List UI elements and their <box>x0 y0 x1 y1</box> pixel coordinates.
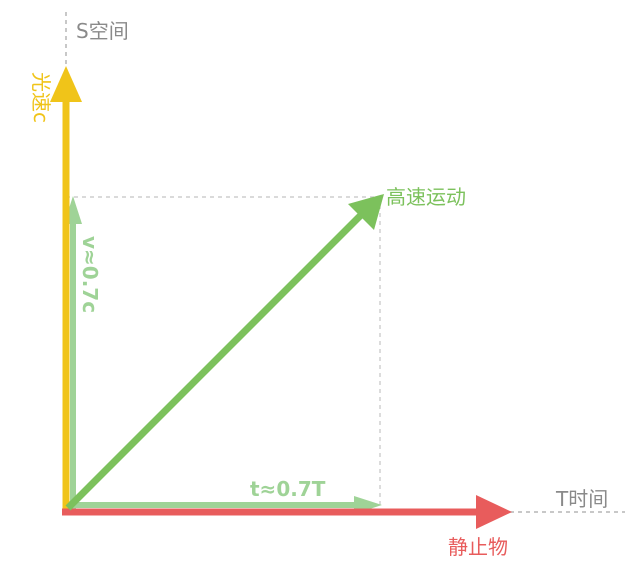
rest-label: 静止物 <box>448 535 508 559</box>
velocity-component-label: v≈0.7c <box>78 236 102 313</box>
high-speed-arrowhead <box>348 194 384 230</box>
high-speed-label: 高速运动 <box>386 185 466 209</box>
space-axis-label: S空间 <box>76 19 129 43</box>
time-axis-label: T时间 <box>555 487 608 511</box>
light-speed-arrowhead <box>50 66 82 102</box>
high-speed-arrow <box>65 211 365 511</box>
light-speed-label: 光速c <box>29 72 53 123</box>
rest-arrowhead <box>476 495 512 529</box>
time-component-label: t≈0.7T <box>250 477 326 501</box>
